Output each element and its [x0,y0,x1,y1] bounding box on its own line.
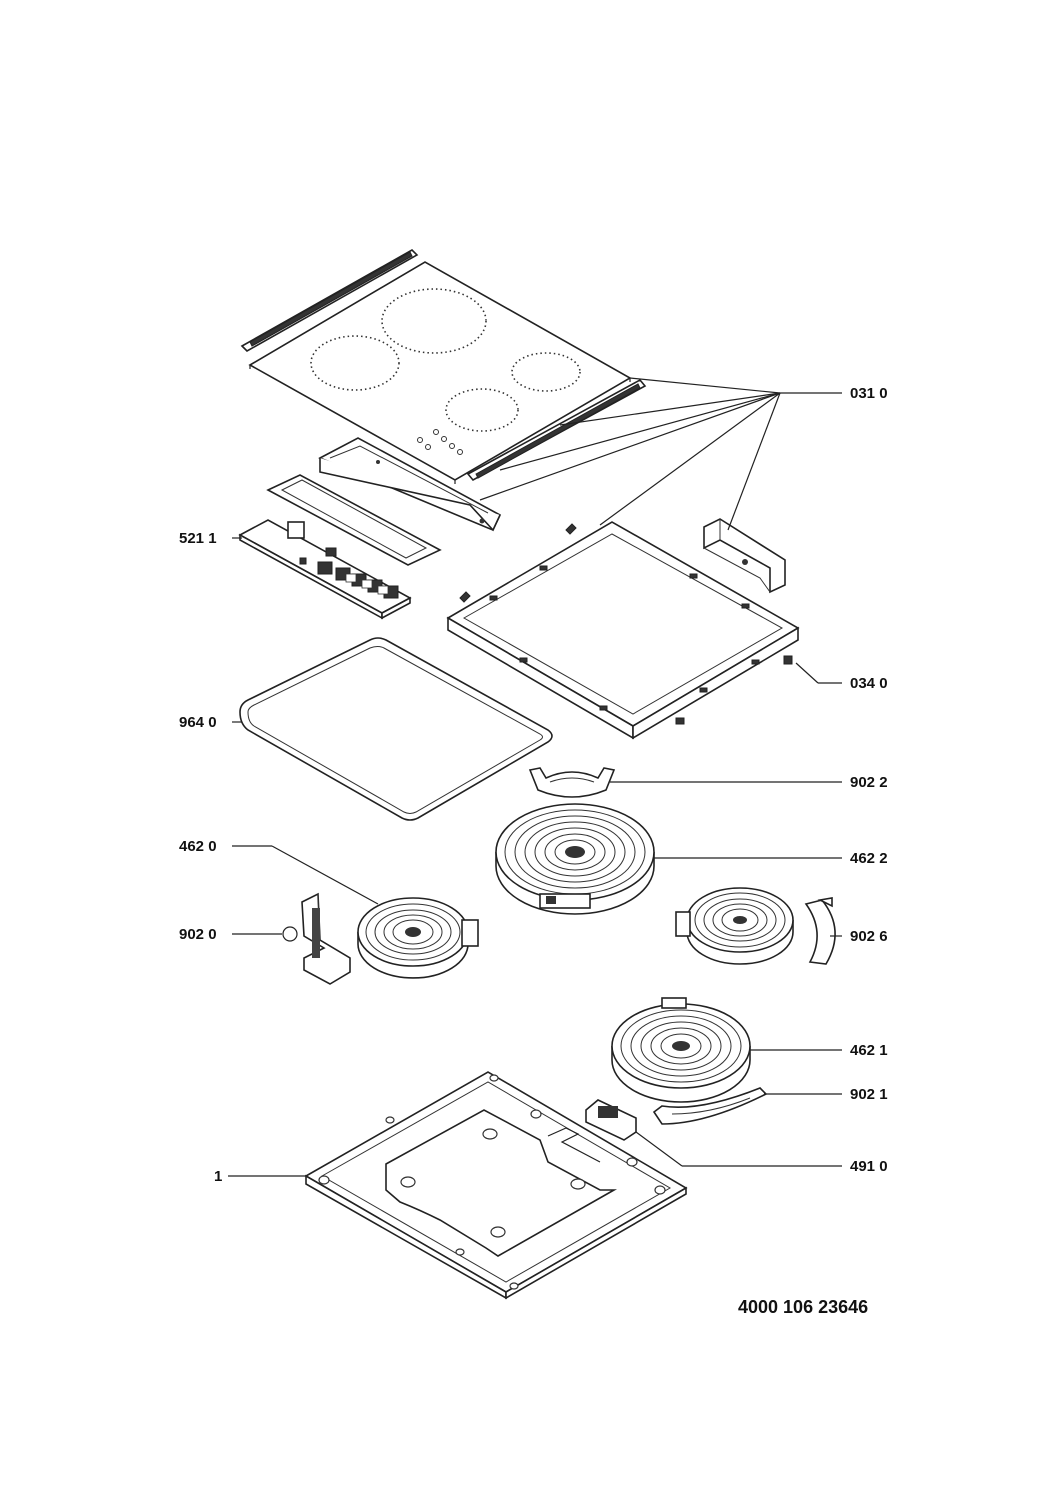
label-1: 1 [214,1168,222,1185]
heater-4622-part [495,803,655,915]
label-4620: 462 0 [179,838,217,855]
label-4621: 462 1 [850,1042,888,1059]
label-4910: 491 0 [850,1158,888,1175]
label-0340: 034 0 [850,675,888,692]
label-9022: 902 2 [850,774,888,791]
support-frame-part [446,521,800,740]
diagram-code: 4000 106 23646 [738,1297,868,1317]
bracket-9026-part [804,897,836,965]
label-9020: 902 0 [179,926,217,943]
label-4622: 462 2 [850,850,888,867]
label-0310: 031 0 [850,385,888,402]
front-frame-part [318,437,502,532]
heater-4621-part [611,997,751,1103]
bracket-9022-part [528,767,616,798]
label-9026: 902 6 [850,928,888,945]
label-5211: 521 1 [179,530,217,547]
leader-lines [228,377,842,1177]
bracket-9020-part [301,892,351,985]
label-9640: 964 0 [179,714,217,731]
heater-4620-part [357,897,479,979]
bracket-9021-part [652,1087,768,1125]
gasket-part [239,637,553,821]
corner-bracket-part [703,518,786,594]
electronic-board-part [238,519,412,620]
heater-right-part [675,887,794,965]
label-9021: 902 1 [850,1086,888,1103]
glass-cooktop-part [240,249,647,484]
base-tray-part [304,1071,688,1300]
